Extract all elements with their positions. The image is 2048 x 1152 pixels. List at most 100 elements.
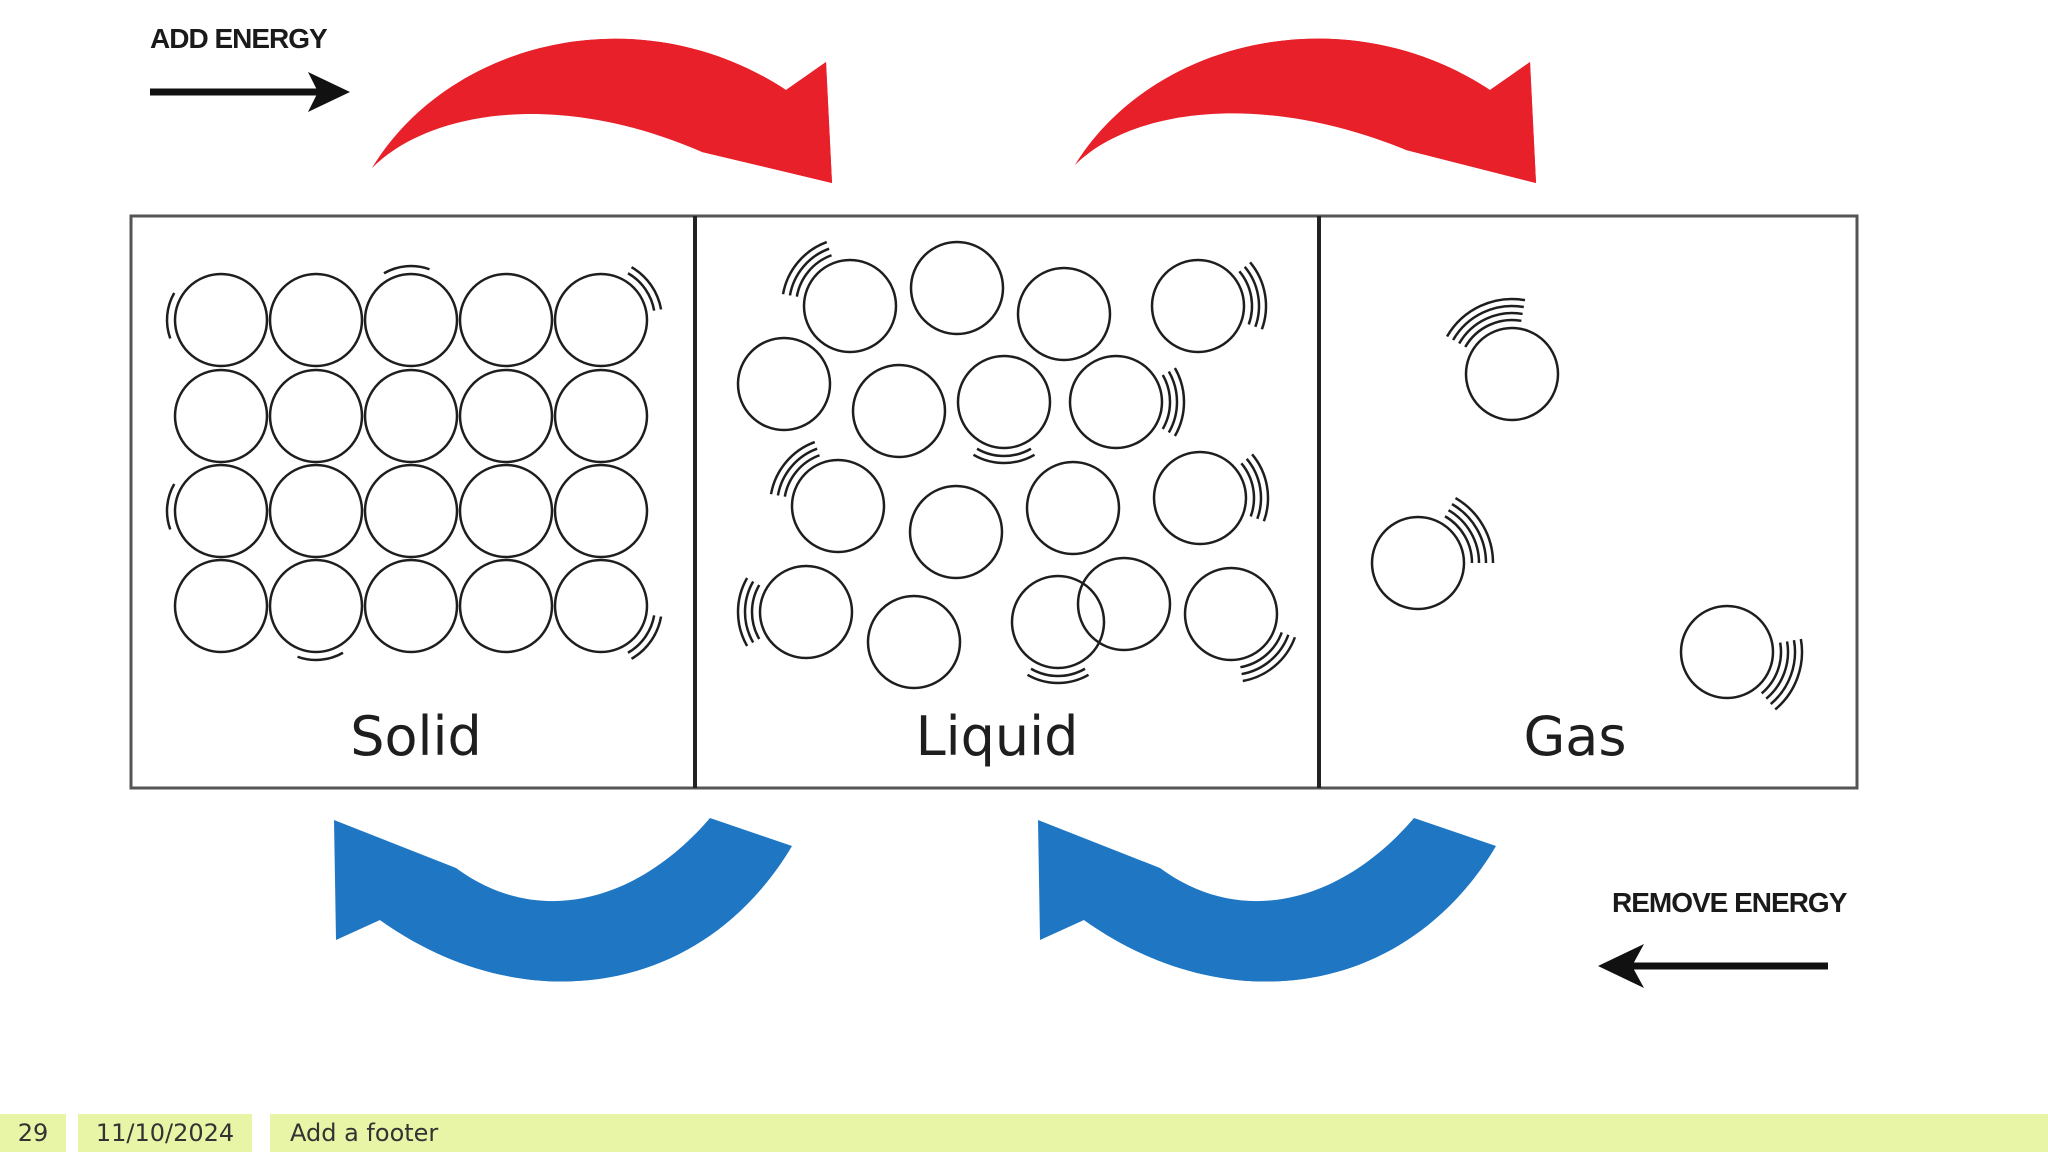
vibration-arc: [383, 264, 430, 275]
footer-text: Add a footer: [270, 1114, 2048, 1152]
liquid-particle: [1150, 258, 1246, 354]
solid-particle: [268, 558, 364, 654]
solid-particle: [458, 558, 554, 654]
liquid-particle: [1076, 556, 1172, 652]
vibration-arc: [1238, 270, 1254, 325]
solid-particle: [268, 463, 364, 559]
solid-particle: [363, 558, 459, 654]
gas-label: Gas: [1523, 705, 1626, 768]
liquid-particle: [908, 484, 1004, 580]
liquid-particle: [1068, 354, 1164, 450]
liquid-particle: [956, 354, 1052, 450]
solid-particle: [458, 272, 554, 368]
solid-particle: [173, 368, 269, 464]
freezing-arrow-body-icon: [380, 818, 792, 982]
vibration-arc: [769, 440, 816, 495]
melting-arrow-head-icon: [372, 38, 832, 183]
solid-particle: [553, 463, 649, 559]
vibration-arc: [1458, 311, 1523, 345]
vibration-arc: [1243, 265, 1261, 328]
vibration-arc: [630, 266, 663, 310]
vibration-arc: [1161, 374, 1172, 430]
gas-particles: [1370, 326, 1775, 700]
solid-label: Solid: [350, 705, 482, 768]
vibration-arc: [1173, 367, 1186, 437]
solid-particle: [553, 272, 649, 368]
vibration-arc: [1240, 462, 1256, 517]
vibration-arc: [1026, 673, 1090, 685]
liquid-particle: [758, 564, 854, 660]
vibration-arc: [1030, 667, 1086, 678]
vibration-arc: [776, 447, 818, 496]
footer: 29 11/10/2024 Add a footer: [0, 1114, 2048, 1152]
vibration-arc: [1251, 453, 1270, 522]
condensing-arrow-body-icon: [1084, 818, 1496, 982]
solid-particle: [458, 463, 554, 559]
vibration-arc: [165, 483, 176, 530]
vibration-arc: [1249, 261, 1268, 330]
liquid-particles: [736, 240, 1279, 690]
liquid-particle: [802, 258, 898, 354]
solid-particle: [458, 368, 554, 464]
solid-particle: [553, 558, 649, 654]
vibration-arc: [297, 651, 344, 662]
solid-particle: [173, 463, 269, 559]
vibration-arc: [1241, 634, 1290, 676]
add-energy-arrow-icon: [150, 72, 350, 112]
vibration-arc: [1444, 515, 1474, 564]
solid-particle: [268, 272, 364, 368]
liquid-particle: [909, 240, 1005, 336]
vibration-arc: [1445, 297, 1526, 338]
vibration-arc: [1167, 370, 1179, 434]
vibration-arc: [1447, 509, 1481, 564]
vibration-marks: [165, 240, 1804, 711]
liquid-particle: [790, 458, 886, 554]
vibration-arc: [781, 240, 828, 295]
vibration-arc: [972, 453, 1036, 465]
vibration-arc: [743, 580, 755, 644]
vibration-arc: [750, 584, 761, 640]
vibration-arc: [1464, 318, 1522, 348]
vibration-arc: [783, 454, 820, 497]
solid-particle: [363, 368, 459, 464]
liquid-particle: [1183, 566, 1279, 662]
liquid-particle: [1016, 266, 1112, 362]
vibration-arc: [736, 577, 749, 647]
vibration-arc: [1760, 642, 1783, 695]
liquid-label: Liquid: [916, 705, 1079, 768]
vibration-arc: [1452, 304, 1525, 341]
vibration-arc: [630, 616, 663, 660]
liquid-particle: [1010, 574, 1106, 670]
slide-number: 29: [0, 1114, 66, 1152]
liquid-particle: [1025, 460, 1121, 556]
liquid-particle: [866, 594, 962, 690]
gas-particle: [1679, 604, 1775, 700]
liquid-particle: [736, 336, 832, 432]
vibration-arc: [1240, 632, 1283, 669]
remove-energy-label: REMOVE ENERGY: [1612, 887, 1848, 918]
vibration-arc: [627, 615, 656, 654]
vibration-arc: [1774, 638, 1804, 711]
vibration-arc: [1242, 636, 1297, 683]
solid-particle: [363, 272, 459, 368]
solid-particle: [363, 463, 459, 559]
vibration-arc: [1451, 503, 1488, 564]
vibration-arc: [165, 292, 176, 339]
vibration-arc: [1454, 496, 1495, 564]
solid-particle: [268, 368, 364, 464]
vibration-arc: [1765, 641, 1790, 700]
state-boxes: [129, 214, 1859, 790]
remove-energy-arrow-icon: [1598, 944, 1828, 988]
gas-particle: [1370, 515, 1466, 611]
vibration-arc: [795, 254, 832, 297]
vibration-arc: [1245, 457, 1263, 520]
vibration-arc: [627, 272, 656, 311]
solid-particles: [173, 272, 649, 654]
solid-particle: [173, 558, 269, 654]
liquid-particle: [1152, 450, 1248, 546]
liquid-particle: [851, 363, 947, 459]
vibration-arc: [976, 447, 1032, 458]
vibration-arc: [788, 247, 830, 296]
vibration-arc: [1769, 639, 1797, 706]
